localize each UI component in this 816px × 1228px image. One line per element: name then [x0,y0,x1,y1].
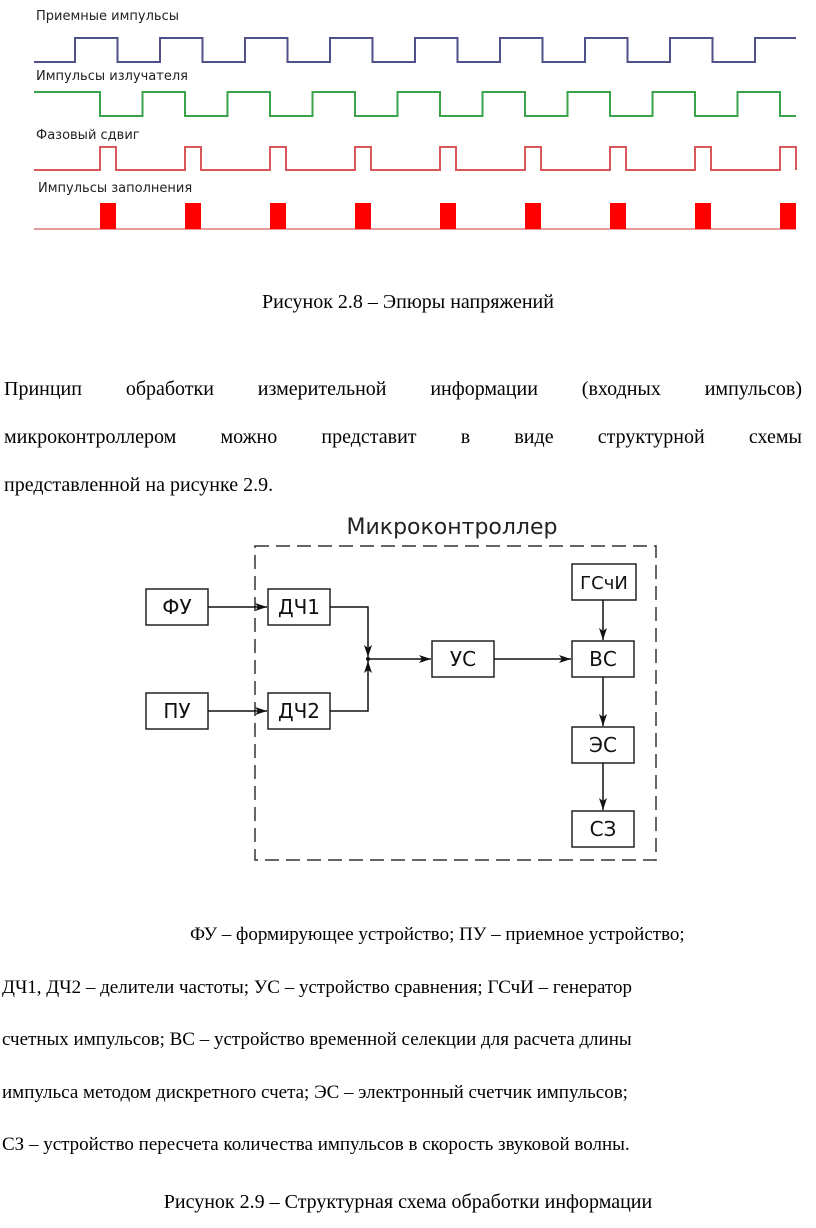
fill-pulse [525,203,541,229]
block-pu-label: ПУ [163,699,190,723]
block-vs: ВС [571,640,635,678]
legend-line: СЗ – устройство пересчета количества имп… [2,1134,630,1155]
fill-pulse [610,203,626,229]
microcontroller-boundary [254,545,657,861]
fill-pulse [185,203,201,229]
fill-pulse [695,203,711,229]
block-es: ЭС [571,726,635,764]
block-diagram: Микроконтроллер ФУ ПУ ДЧ1 ДЧ2 УС ГСчИ ВС… [145,515,657,861]
block-us: УС [431,640,495,678]
block-sz: СЗ [571,810,635,848]
block-fu-label: ФУ [162,595,191,619]
legend-line: ФУ – формирующее устройство; ПУ – приемн… [190,924,685,945]
body-paragraph: Принцип обработки измерительной информац… [4,373,802,501]
arrow-dch2-junction [330,661,372,712]
fill-pulse [780,203,796,229]
legend-line: импульса методом дискретного счета; ЭС –… [2,1081,628,1103]
waveform-plot [34,37,797,230]
paragraph-line: представленной на рисунке 2.9. [4,474,274,496]
fill-pulse [270,203,286,229]
microcontroller-title: Микроконтроллер [347,515,558,540]
block-gschi-label: ГСчИ [580,573,628,594]
diagram-legend: ФУ – формирующее устройство; ПУ – приемн… [2,920,814,1161]
block-dch1-label: ДЧ1 [278,595,320,619]
figure-caption-2-8: Рисунок 2.8 – Эпюры напряжений [262,291,554,313]
waveform-phase [34,146,797,171]
fill-pulse [355,203,371,229]
fill-pulse [440,203,456,229]
paragraph-line: Принцип обработки измерительной информац… [4,378,802,400]
block-us-label: УС [450,647,476,671]
block-dch2-label: ДЧ2 [278,699,320,723]
figure-caption-2-9: Рисунок 2.9 – Структурная схема обработк… [163,1191,653,1213]
legend-line: счетных импульсов; ВС – устройство време… [2,1029,632,1050]
fill-pulse [100,203,116,229]
block-fu: ФУ [145,588,209,626]
block-es-label: ЭС [589,733,617,757]
arrow-dch1-junction [330,606,372,657]
waveform-label-receive: Приемные импульсы [36,9,180,24]
waveform-label-emitter: Импульсы излучателя [36,69,188,84]
waveform-label-fill: Импульсы заполнения [38,181,193,196]
block-dch2: ДЧ2 [267,692,331,730]
waveform-emitter [34,91,796,117]
waveform-receive [34,37,796,63]
paragraph-line: микроконтроллером можно представит в вид… [4,426,802,448]
legend-line: ДЧ1, ДЧ2 – делители частоты; УС – устрой… [2,976,632,998]
block-sz-label: СЗ [590,817,617,841]
waveform-label-phase: Фазовый сдвиг [36,128,140,143]
waveform-figure: Приемные импульсы Импульсы излучателя Фа… [0,0,816,240]
block-vs-label: ВС [589,647,617,671]
block-dch1: ДЧ1 [267,588,331,626]
block-gschi: ГСчИ [571,563,637,601]
block-pu: ПУ [145,692,209,730]
waveform-fill-pulses [100,203,796,229]
